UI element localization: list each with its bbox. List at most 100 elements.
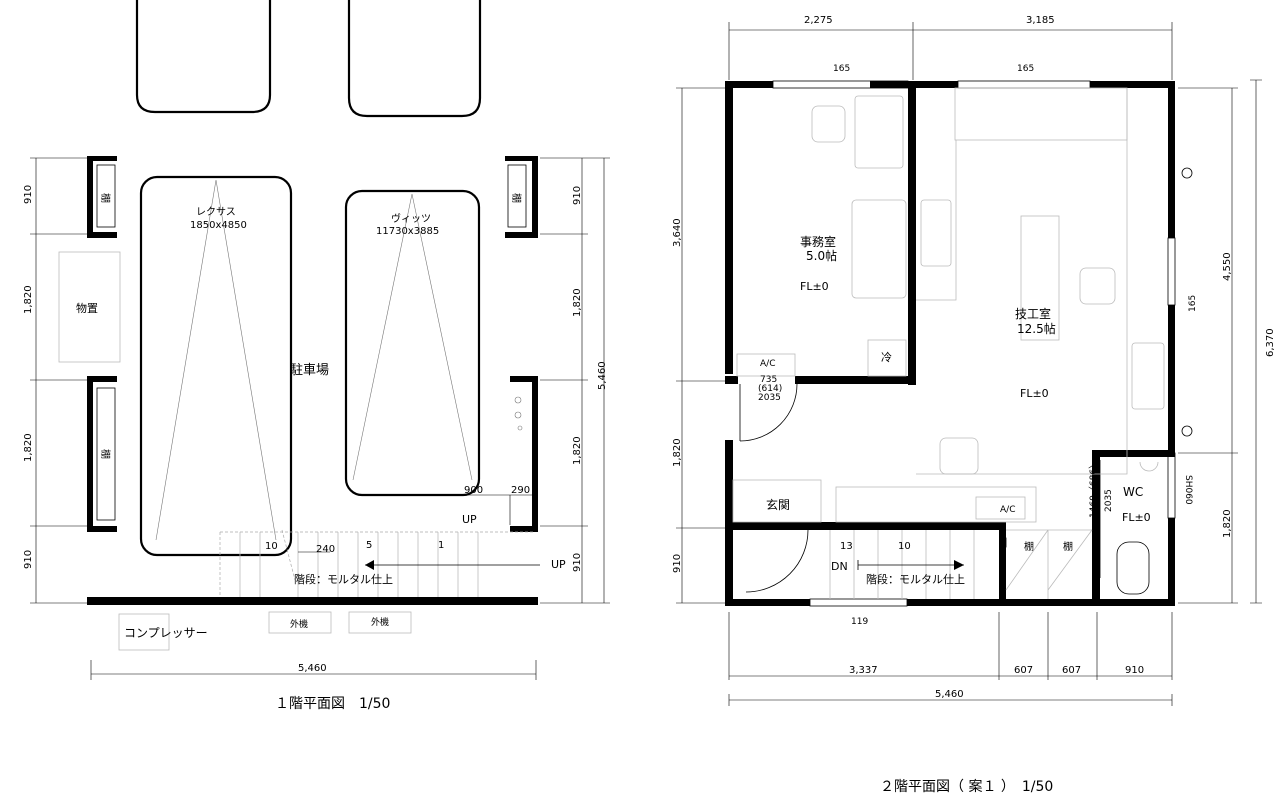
dim-left-2: 1,820 — [23, 285, 34, 314]
wall-right-upper — [505, 156, 538, 161]
wall-office-vertical — [908, 81, 916, 385]
chair — [811, 105, 846, 143]
dim-line — [540, 157, 610, 604]
window-bottom — [809, 598, 908, 607]
up-label-1: UP — [462, 513, 477, 526]
sink — [1131, 342, 1165, 410]
car-lexus-guide — [155, 179, 277, 541]
wc-door-label-2: 2035 — [1104, 489, 1114, 512]
entrance-label: 玄関 — [766, 497, 790, 512]
dim-line — [676, 87, 725, 604]
outdoor-unit-label-2: 外機 — [371, 616, 389, 628]
dim-bottom: 5,460 — [298, 663, 327, 674]
step-label-13: 13 — [840, 541, 853, 552]
stair-arrow-head — [365, 560, 374, 570]
desk — [854, 95, 904, 169]
dim-left-3: 1,820 — [23, 433, 34, 462]
car-lexus-outline — [139, 175, 293, 557]
window-label-1: 165 — [833, 64, 850, 74]
wall-right-lower — [510, 376, 538, 382]
shelf-right-top — [507, 164, 527, 228]
car2-name: ヴィッツ — [391, 212, 431, 225]
storage-label: 物置 — [76, 301, 98, 315]
dim-240: 240 — [316, 544, 335, 555]
door-entrance — [745, 529, 809, 593]
step-label-5: 5 — [366, 540, 372, 551]
ac-unit-1 — [736, 353, 796, 377]
stair-arrow-head — [954, 560, 964, 570]
dim2-bottom-4: 910 — [1125, 665, 1144, 676]
stair-tread — [829, 530, 975, 599]
wall-right-lower-v — [532, 376, 538, 532]
dim-right-4: 910 — [572, 553, 583, 572]
shelf-label-b: 棚 — [1063, 540, 1073, 553]
shelf-left-top — [96, 164, 116, 228]
workshop-area: 12.5帖 — [1017, 321, 1056, 336]
wall-left-lower — [725, 440, 733, 606]
ac-label-2: A/C — [1000, 505, 1015, 515]
wall-right-upper-b — [505, 232, 538, 238]
workshop-name: 技工室 — [1015, 306, 1051, 321]
wall-left-upper-v — [87, 156, 93, 238]
shelf-label-3: 棚 — [510, 193, 523, 203]
workshop-fl: FL±0 — [1020, 387, 1049, 400]
car1-size: 1850x4850 — [190, 220, 247, 231]
window-top-2 — [957, 80, 1091, 89]
shelf-label-1: 棚 — [99, 193, 112, 203]
wall-left-upper — [725, 81, 733, 374]
fixture-dot — [514, 411, 522, 419]
car-vitz-outline — [344, 189, 481, 497]
step-label-10: 10 — [265, 541, 278, 552]
outdoor-unit-label-1: 外機 — [290, 618, 308, 630]
up-label-2: UP — [551, 558, 566, 571]
wc-door-label-1: 1460〈686〉 — [1088, 460, 1099, 518]
stool — [1079, 267, 1116, 305]
fridge — [867, 339, 907, 377]
stair-tread — [219, 531, 535, 597]
door-label-1: 735 — [760, 375, 777, 385]
plan1-ground-floor: 駐車場 レクサス 1850x4850 ヴィッツ 11730x3885 棚 棚 棚… — [23, 0, 610, 712]
fixture-circle — [1181, 425, 1193, 437]
door-office — [739, 383, 798, 442]
floor-slab-bottom — [87, 597, 538, 605]
parking-label: 駐車場 — [290, 363, 329, 378]
dim2-right-total: 6,370 — [1265, 328, 1276, 357]
counter-top — [954, 87, 1128, 141]
dim-top-1: 2,275 — [804, 15, 833, 26]
shelf-label-2: 棚 — [99, 449, 112, 459]
dim-line — [728, 612, 1173, 680]
wc-fl: FL±0 — [1122, 511, 1151, 524]
dim2-bottom-total: 5,460 — [935, 689, 964, 700]
fridge-label: 冷 — [881, 351, 892, 364]
wall-left-upper-b — [87, 232, 117, 238]
sh-label: SH060 — [1183, 475, 1193, 505]
dim-left-4: 910 — [23, 550, 34, 569]
fixture-dot — [517, 425, 523, 431]
wc-name: WC — [1123, 485, 1143, 499]
wall-left-lower-b — [87, 526, 117, 532]
window-wc — [1167, 452, 1176, 519]
wall-office-bottom — [795, 376, 916, 384]
dim-right-1: 910 — [572, 186, 583, 205]
compressor-box — [118, 613, 170, 651]
toilet-basin — [1139, 461, 1159, 472]
window-label-2: 165 — [1017, 64, 1034, 74]
wall-bottom-left — [725, 599, 810, 606]
entrance-step — [732, 479, 822, 523]
wall-left-upper — [87, 156, 117, 161]
wall-right-upper-v — [532, 156, 538, 238]
wall-top-left — [725, 81, 773, 88]
fixture-circle — [1181, 167, 1193, 179]
window-label-3: 165 — [1188, 295, 1198, 312]
shelf-label-a: 棚 — [1024, 540, 1034, 553]
work-table — [1020, 215, 1060, 341]
door-label-2: (614) — [758, 384, 782, 394]
shelf-left-bottom — [96, 387, 116, 521]
stair-winder — [1005, 529, 1093, 599]
step-label-1: 1 — [438, 540, 444, 551]
wall-left-lower — [87, 376, 117, 382]
compressor-label: コンプレッサー — [124, 626, 208, 640]
dim-line — [1178, 79, 1262, 604]
dim-top-2: 3,185 — [1026, 15, 1055, 26]
